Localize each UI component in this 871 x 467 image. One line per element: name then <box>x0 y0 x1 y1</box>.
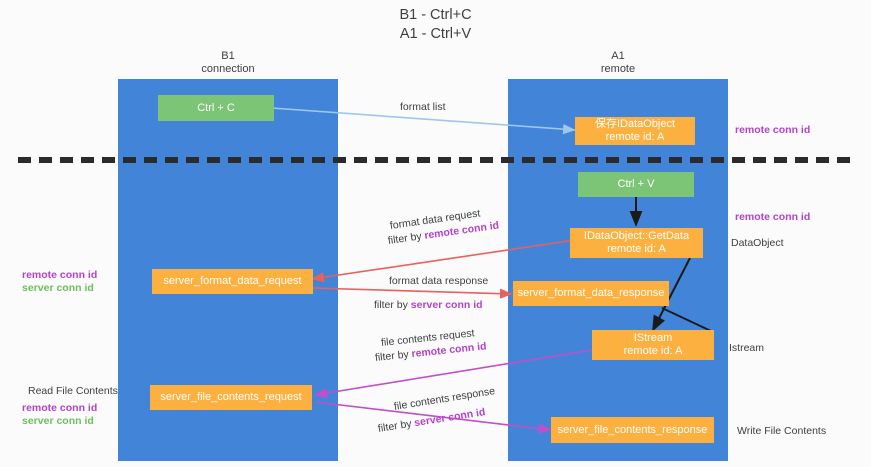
box-server-file-contents-request[interactable]: server_file_contents_request <box>150 385 312 410</box>
left-label-server-conn-id-mid: server conn id <box>22 282 94 294</box>
box-ctrl-v[interactable]: Ctrl + V <box>578 172 694 197</box>
edge-label-format-data-response: format data response <box>389 275 489 287</box>
page-title: B1 - Ctrl+C A1 - Ctrl+V <box>399 7 472 42</box>
filter-key-server-conn-id: server conn id <box>410 299 483 311</box>
right-label-dataobject: DataObject <box>731 237 784 249</box>
right-label-remote-conn-id-top: remote conn id <box>735 124 811 136</box>
box-istream-line1: IStream <box>633 332 673 344</box>
box-server-file-contents-request-line1: server_file_contents_request <box>160 391 302 403</box>
left-label-server-conn-id-bottom: server conn id <box>22 415 94 427</box>
box-save-idataobject-line1: 保存IDataObject <box>594 118 676 130</box>
box-save-idataobject[interactable]: 保存IDataObject remote id: A <box>575 117 695 145</box>
right-label-istream: Istream <box>729 342 765 354</box>
box-server-format-data-response-line1: server_format_data_response <box>517 287 665 299</box>
filter-prefix: filter by <box>387 229 426 247</box>
box-save-idataobject-line2: remote id: A <box>605 131 665 143</box>
box-server-format-data-response[interactable]: server_format_data_response <box>513 281 669 306</box>
left-label-remote-conn-id-bottom: remote conn id <box>22 402 98 414</box>
filter-key-server-conn-id: server conn id <box>413 406 487 430</box>
box-server-file-contents-response-line1: server_file_contents_response <box>557 423 708 436</box>
box-ctrl-c[interactable]: Ctrl + C <box>158 95 274 121</box>
box-istream-line2: remote id: A <box>623 345 683 357</box>
filter-prefix: filter by <box>374 348 413 364</box>
edge-label-format-list: format list <box>400 101 446 113</box>
box-istream[interactable]: IStream remote id: A <box>592 330 714 360</box>
lane-header-a1-name: A1 <box>611 50 625 62</box>
edge-label-format-data-response-filter: filter by server conn id <box>374 298 483 312</box>
lane-header-b1-sub: connection <box>201 63 255 75</box>
box-idataobject-getdata-line1: IDataObject::GetData <box>583 230 690 242</box>
box-ctrl-c-line1: Ctrl + C <box>197 101 235 114</box>
box-idataobject-getdata-line2: remote id: A <box>607 243 666 255</box>
box-server-format-data-request[interactable]: server_format_data_request <box>152 269 313 294</box>
box-server-format-data-request-line1: server_format_data_request <box>163 275 302 287</box>
box-server-file-contents-response[interactable]: server_file_contents_response <box>551 417 714 443</box>
right-label-remote-conn-id-mid: remote conn id <box>735 211 811 223</box>
lane-header-b1: B1 connection <box>128 50 328 76</box>
filter-prefix: filter by <box>377 417 416 435</box>
box-ctrl-v-line1: Ctrl + V <box>617 178 655 190</box>
arrow-format-data-response <box>311 287 513 299</box>
lane-header-a1-sub: remote <box>600 63 636 75</box>
edge-label-file-contents-response-filter: filter by server conn id <box>377 405 486 436</box>
right-label-write-file-contents: Write File Contents <box>737 425 827 437</box>
left-label-read-file-contents: Read File Contents <box>28 385 118 397</box>
left-label-remote-conn-id-mid: remote conn id <box>22 269 98 281</box>
phase-divider <box>18 157 854 163</box>
filter-prefix: filter by <box>374 299 411 311</box>
lane-header-b1-name: B1 <box>221 50 235 62</box>
lane-header-a1: A1 remote <box>518 50 718 76</box>
box-idataobject-getdata[interactable]: IDataObject::GetData remote id: A <box>570 228 703 258</box>
